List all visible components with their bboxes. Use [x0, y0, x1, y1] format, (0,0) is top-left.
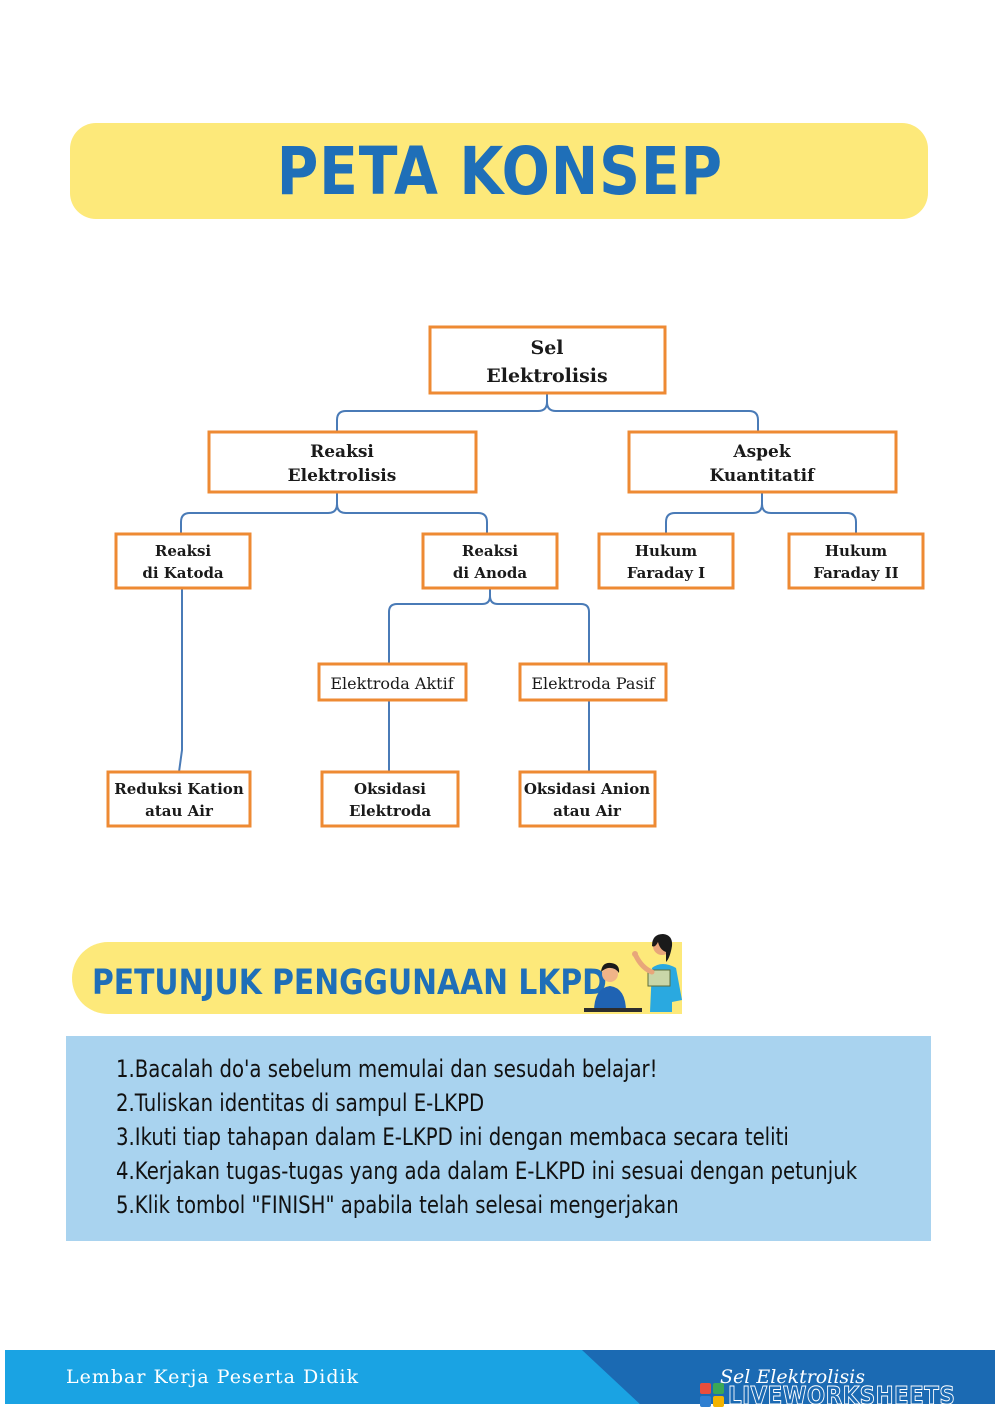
concept-map: Sel Elektrolisis Reaksi Elektrolisis Asp… — [106, 325, 925, 828]
footer-right-text: Sel Elektrolisis — [720, 1366, 865, 1388]
node-reaksi-anoda: Reaksi di Anoda — [421, 532, 559, 590]
node-reaksi-katoda: Reaksi di Katoda — [114, 532, 252, 590]
node-reduksi-line2: atau Air — [145, 802, 214, 820]
guide-banner — [72, 942, 682, 1014]
watermark-text: LIVEWORKSHEETS — [728, 1380, 956, 1410]
step-item: 1.Bacalah do'a sebelum memulai dan sesud… — [116, 1055, 658, 1083]
node-aktif-label: Elektroda Aktif — [330, 674, 454, 693]
guide-title: PETUNJUK PENGGUNAAN LKPD — [92, 963, 607, 1003]
node-sel-line1: Sel — [530, 337, 563, 359]
node-oksidasi-anion: Oksidasi Anion atau Air — [518, 770, 657, 828]
title-banner — [70, 123, 928, 219]
node-aspek-line2: Kuantitatif — [710, 466, 817, 486]
node-sel-elektrolisis: Sel Elektrolisis — [428, 325, 667, 395]
steps-box — [66, 1036, 931, 1241]
step-item: 2.Tuliskan identitas di sampul E-LKPD — [116, 1089, 485, 1117]
connector-reaksi — [180, 492, 488, 534]
connector-aspek — [665, 492, 857, 534]
node-faraday1-line1: Hukum — [635, 542, 697, 560]
node-faraday2-line2: Faraday II — [813, 564, 898, 582]
step-item: 5.Klik tombol "FINISH" apabila telah sel… — [116, 1191, 679, 1219]
node-hukum-faraday-2: Hukum Faraday II — [787, 532, 925, 590]
node-elektroda-aktif: Elektroda Aktif — [317, 662, 468, 702]
node-anoda-line2: di Anoda — [453, 564, 527, 582]
step-item: 3.Ikuti tiap tahapan dalam E-LKPD ini de… — [116, 1123, 789, 1151]
node-faraday2-line1: Hukum — [825, 542, 887, 560]
node-katoda-line1: Reaksi — [155, 542, 212, 560]
node-katoda-line2: di Katoda — [142, 564, 224, 582]
connector-root — [336, 393, 759, 432]
teacher-student-illustration — [584, 934, 682, 1012]
liveworksheets-watermark[interactable]: LIVEWORKSHEETS — [700, 1380, 992, 1410]
node-anoda-line1: Reaksi — [462, 542, 519, 560]
node-elektroda-pasif: Elektroda Pasif — [518, 662, 668, 702]
node-reaksi-elektrolisis: Reaksi Elektrolisis — [207, 430, 478, 494]
step-item: 4.Kerjakan tugas-tugas yang ada dalam E-… — [116, 1157, 858, 1185]
node-pasif-label: Elektroda Pasif — [531, 674, 655, 693]
node-hukum-faraday-1: Hukum Faraday I — [597, 532, 735, 590]
node-oksidasi-anion-line2: atau Air — [553, 802, 622, 820]
node-aspek-kuantitatif: Aspek Kuantitatif — [627, 430, 898, 494]
node-aspek-line1: Aspek — [732, 442, 791, 462]
node-oksidasi-anion-line1: Oksidasi Anion — [524, 780, 650, 798]
node-reaksi-elektrolisis-line1: Reaksi — [310, 442, 374, 462]
connector-katoda — [178, 588, 183, 773]
node-oksidasi-elektroda-line1: Oksidasi — [354, 780, 426, 798]
page-title: PETA KONSEP — [276, 133, 724, 210]
footer-bar-accent — [582, 1350, 995, 1404]
node-reduksi-line1: Reduksi Kation — [114, 780, 244, 798]
node-reaksi-elektrolisis-line2: Elektrolisis — [288, 466, 397, 486]
node-sel-line2: Elektrolisis — [486, 365, 607, 387]
steps-list: 1.Bacalah do'a sebelum memulai dan sesud… — [116, 1052, 1000, 1222]
liveworksheets-logo-icon — [700, 1383, 724, 1407]
node-oksidasi-elektroda-line2: Elektroda — [349, 802, 431, 820]
concept-map-connectors — [178, 393, 857, 773]
footer-left-text: Lembar Kerja Peserta Didik — [66, 1366, 360, 1388]
node-reduksi-kation: Reduksi Kation atau Air — [106, 770, 252, 828]
node-oksidasi-elektroda: Oksidasi Elektroda — [320, 770, 460, 828]
node-faraday1-line2: Faraday I — [627, 564, 705, 582]
connector-anoda — [388, 588, 590, 664]
